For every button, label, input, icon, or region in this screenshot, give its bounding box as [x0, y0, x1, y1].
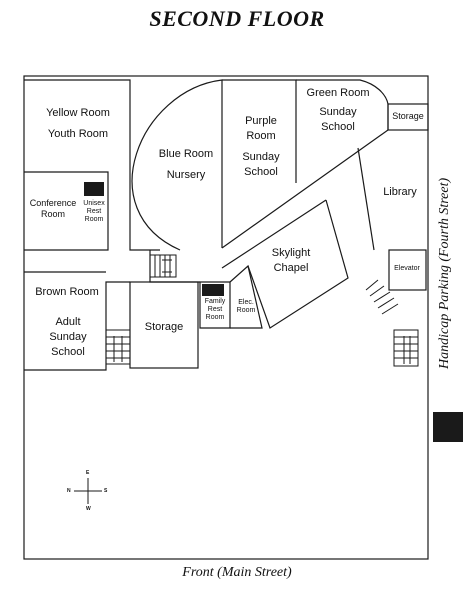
restroom-icon [84, 182, 104, 196]
storage-top-label: Storage [392, 111, 424, 121]
library-wall [357, 147, 375, 251]
stairs-icon [149, 254, 177, 278]
elec-room-wall [229, 264, 263, 329]
purple-room-label: Purple Room Sunday School [242, 114, 279, 179]
compass-north: N [67, 488, 71, 494]
storage-top-box [387, 103, 429, 131]
compass-east: E [86, 470, 90, 476]
adult-line-1: Adult [55, 316, 81, 328]
conference-line-2: Room [40, 208, 65, 219]
compass-south: S [104, 488, 108, 494]
green-line-2: Sunday [319, 105, 357, 118]
yellow-room-label: Yellow Room Youth Room [46, 106, 110, 142]
skylight-chapel-wall [247, 199, 349, 329]
green-line-3: School [321, 120, 355, 133]
elec-line-1: Elec. [238, 299, 254, 306]
unisex-line-1: Unisex [83, 200, 105, 207]
conference-line-1: Conference [29, 198, 77, 208]
purple-line-2: Room [246, 129, 276, 142]
green-line-1: Green Room [306, 87, 370, 99]
elevator-box [388, 249, 427, 291]
purple-line-1: Purple [245, 115, 277, 127]
compass-west: W [86, 506, 91, 512]
skylight-line-2: Chapel [273, 261, 309, 274]
purple-line-4: School [244, 165, 278, 178]
restroom-icon [202, 284, 224, 296]
family-line-2: Rest [207, 306, 223, 314]
building-outline [23, 75, 429, 560]
adult-line-2: Sunday [49, 330, 87, 343]
family-rest-room-label: Family Rest Room [205, 298, 226, 322]
elec-line-2: Room [236, 307, 256, 315]
stairs-icon [393, 329, 419, 367]
blue-room-wall [131, 79, 223, 251]
elec-room-label: Elec. Room [237, 299, 256, 315]
library-label: Library [383, 186, 417, 198]
yellow-room-name: Yellow Room [46, 107, 110, 119]
blue-room-label: Blue Room Nursery [159, 147, 213, 183]
stairs-icon [365, 279, 399, 315]
family-line-3: Room [205, 314, 225, 322]
blue-room-name: Blue Room [158, 148, 214, 160]
skylight-chapel-label: Skylight Chapel [272, 246, 311, 276]
front-label: Front (Main Street) [182, 565, 292, 580]
unisex-rest-room-label: Unisex Rest Room [83, 200, 104, 224]
green-room-label: Green Room Sunday School [307, 86, 370, 135]
compass-icon [74, 478, 102, 504]
handicap-sign [433, 412, 463, 442]
yellow-room-wall [24, 79, 160, 251]
purple-line-3: Sunday [242, 150, 280, 163]
adult-sunday-school-label: Adult Sunday School [49, 315, 86, 360]
unisex-line-3: Room [84, 216, 104, 224]
storage-mid-label: Storage [144, 321, 184, 333]
storage-mid-box [129, 281, 199, 369]
stairs-icon [105, 329, 131, 365]
nursery-name: Nursery [166, 168, 206, 181]
unisex-room-wall [80, 171, 109, 251]
family-line-1: Family [204, 298, 226, 305]
handicap-parking-label: Handicap Parking (Fourth Street) [437, 177, 452, 369]
corridor-lower-wall [221, 199, 327, 269]
corridor-upper-wall [221, 129, 389, 249]
adult-room-wall [24, 281, 130, 371]
elevator-label: Elevator [394, 265, 420, 272]
unisex-line-2: Rest [86, 208, 102, 216]
brown-room-label: Brown Room [35, 286, 99, 298]
page-title: SECOND FLOOR [149, 6, 325, 31]
adult-line-3: School [51, 345, 85, 358]
conference-room-label: Conference Room [30, 198, 77, 220]
skylight-line-1: Skylight [271, 247, 311, 259]
youth-room-name: Youth Room [47, 127, 109, 140]
